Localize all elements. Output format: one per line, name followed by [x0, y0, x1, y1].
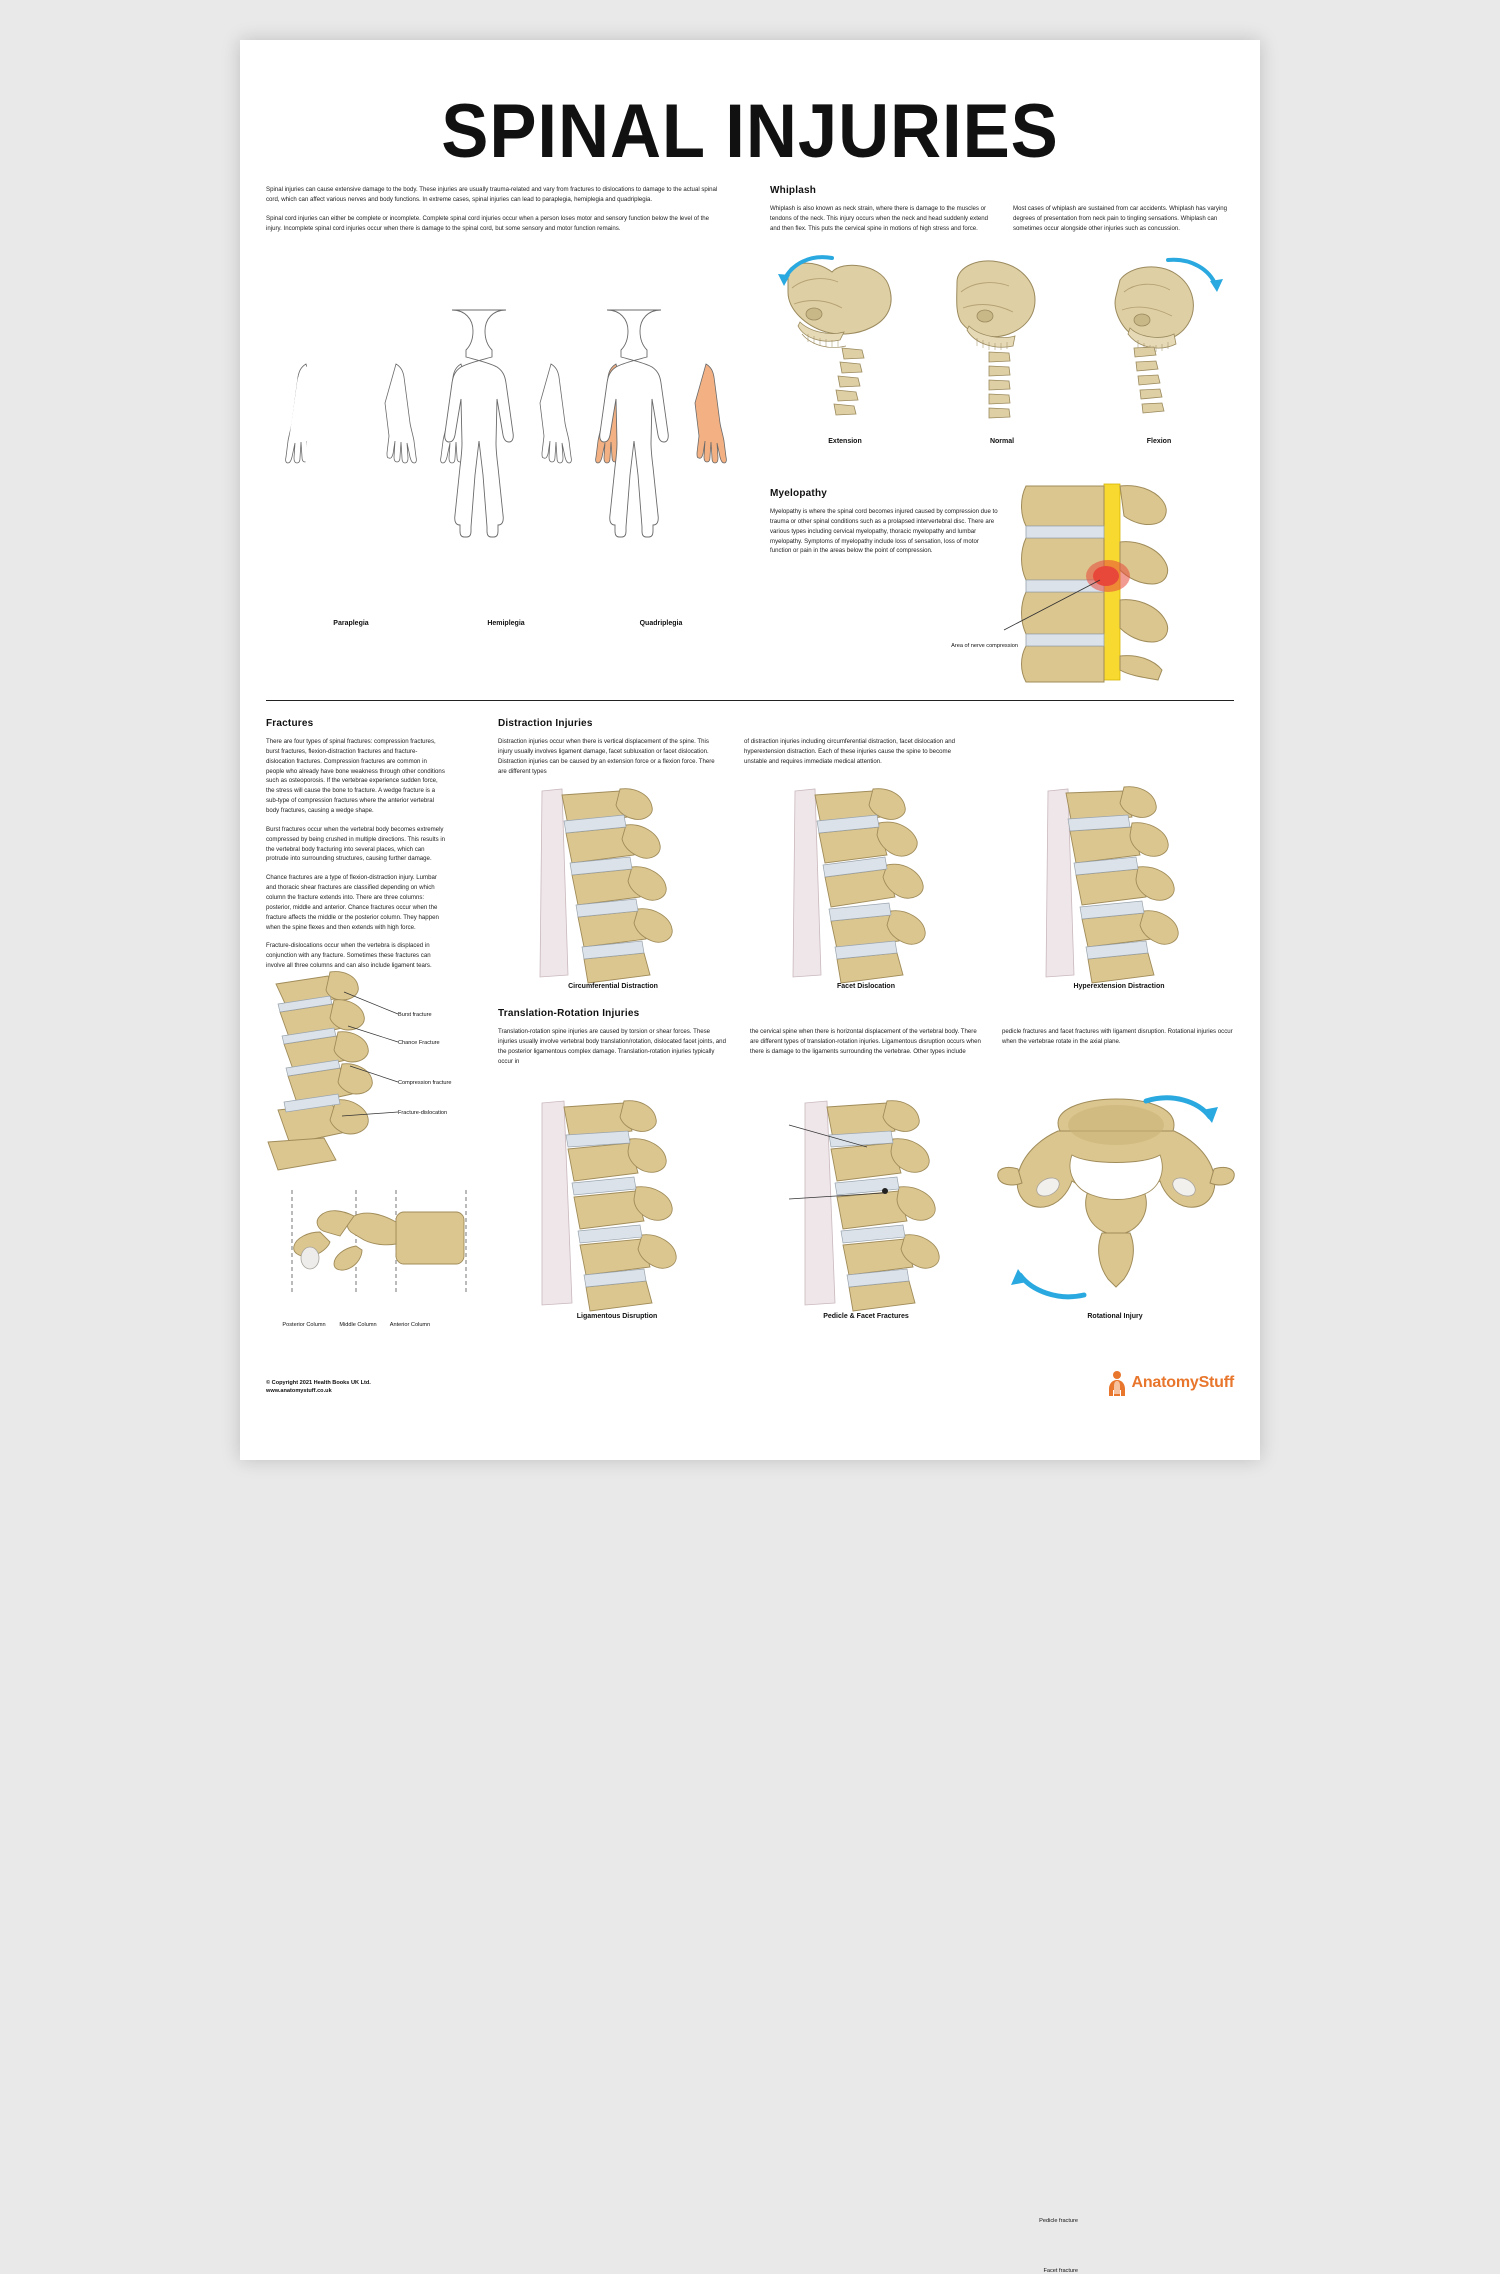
figure-paraplegia — [276, 302, 426, 614]
skull-flexion-illustration — [1114, 257, 1223, 414]
fractures-text-4: Fracture-dislocations occur when the ver… — [266, 942, 432, 970]
pedicle-facet-fracture-illustration — [788, 1100, 940, 1312]
fractures-heading: Fractures — [266, 718, 314, 729]
three-column-vertebra-illustration — [291, 1190, 467, 1292]
poster-canvas: SPINAL INJURIES Spinal injuries can caus… — [240, 40, 1260, 2274]
figure-label-paraplegia: Paraplegia — [333, 620, 369, 627]
figure-label-hemiplegia: Hemiplegia — [487, 620, 525, 627]
distraction-label-facet: Facet Dislocation — [837, 983, 895, 990]
callout-facet-fracture: Facet fracture — [1043, 2268, 1078, 2274]
intro-block: Spinal injuries can cause extensive dama… — [266, 185, 721, 242]
whiplash-figure-normal — [927, 252, 1077, 442]
column-label-middle: Middle Column — [339, 1322, 377, 1328]
column-label-posterior: Posterior Column — [282, 1322, 326, 1328]
whiplash-label-extension: Extension — [828, 438, 862, 445]
distraction-text-col1: Distraction injuries occur when there is… — [498, 738, 715, 775]
figure-facet-dislocation — [751, 785, 981, 985]
quadriplegia-illustration — [595, 309, 727, 538]
whiplash-label-normal: Normal — [989, 438, 1015, 445]
intro-paragraph-2: Spinal cord injuries can either be compl… — [266, 214, 710, 232]
logo-text-anatomy: Anatomy — [1131, 1374, 1199, 1391]
fracture-callout-compression: Compression fracture — [398, 1080, 452, 1086]
whiplash-figure-flexion — [1084, 252, 1234, 442]
fracture-callout-burst: Burst fracture — [398, 1012, 432, 1018]
hyperextension-distraction-illustration — [1045, 786, 1179, 984]
figure-circumferential-distraction — [498, 785, 728, 985]
distraction-figures-group: Circumferential Distraction — [498, 785, 1234, 995]
intro-paragraph-1: Spinal injuries can cause extensive dama… — [266, 186, 718, 203]
fracture-spine-figure — [258, 970, 508, 1171]
translation-rotation-section: Translation-Rotation Injuries Translatio… — [498, 1008, 1234, 1075]
section-divider — [266, 700, 1234, 701]
logo-text-stuff: Stuff — [1198, 1374, 1235, 1391]
distraction-label-hyperextension: Hyperextension Distraction — [1073, 983, 1165, 990]
myelopathy-text: Myelopathy is where the spinal cord beco… — [770, 508, 998, 555]
callout-pedicle-fracture: Pedicle fracture — [1039, 2218, 1078, 2224]
facet-dislocation-illustration — [792, 788, 926, 984]
myelopathy-section: Myelopathy Myelopathy is where the spina… — [770, 488, 1000, 565]
whiplash-heading: Whiplash — [770, 185, 817, 196]
fractures-section: Fractures There are four types of spinal… — [266, 718, 446, 980]
distraction-heading: Distraction Injuries — [498, 718, 593, 729]
whiplash-section: Whiplash Whiplash is also known as neck … — [770, 185, 1234, 243]
myelopathy-figure — [940, 480, 1240, 683]
rotational-injury-illustration — [997, 1095, 1235, 1300]
myelopathy-heading: Myelopathy — [770, 488, 828, 499]
figure-hemiplegia — [431, 302, 581, 614]
circumferential-distraction-illustration — [539, 788, 673, 984]
copyright-block: © Copyright 2021 Health Books UK Ltd. ww… — [266, 1379, 371, 1396]
fractures-text-2: Burst fractures occur when the vertebral… — [266, 825, 446, 863]
logo-text: AnatomyStuff — [1132, 1374, 1235, 1392]
hemiplegia-illustration — [440, 309, 572, 538]
fractures-text-3: Chance fractures are a type of flexion-d… — [266, 874, 439, 931]
translation-label-rotational: Rotational Injury — [1087, 1313, 1143, 1320]
ligamentous-disruption-illustration — [541, 1100, 677, 1312]
fractures-text-1: There are four types of spinal fractures… — [266, 738, 445, 815]
whiplash-figure-extension — [770, 252, 920, 442]
distraction-label-circumferential: Circumferential Distraction — [568, 983, 658, 990]
anatomystuff-logo[interactable]: AnatomyStuff — [1106, 1370, 1235, 1396]
fracture-callout-dislocation: Fracture-dislocation — [398, 1110, 448, 1116]
figure-hyperextension-distraction — [1004, 785, 1234, 985]
skull-normal-illustration — [956, 260, 1036, 419]
translation-label-pedicle-facet: Pedicle & Facet Fractures — [823, 1313, 909, 1320]
translation-text-col2: the cervical spine when there is horizon… — [750, 1028, 981, 1055]
whiplash-figures-group: Extension — [770, 252, 1234, 467]
figure-rotational-injury — [996, 1095, 1235, 1315]
translation-rotation-figures-group: Ligamentous Disruption — [498, 1095, 1235, 2274]
figure-quadriplegia — [586, 302, 736, 614]
distraction-section: Distraction Injuries Distraction injurie… — [498, 718, 968, 785]
distraction-text-col2: of distraction injuries including circum… — [744, 738, 956, 765]
figure-label-quadriplegia: Quadriplegia — [639, 620, 683, 627]
whiplash-text-col1: Whiplash is also known as neck strain, w… — [770, 205, 989, 232]
copyright-text: © Copyright 2021 Health Books UK Ltd. — [266, 1379, 371, 1386]
column-label-anterior: Anterior Column — [389, 1322, 431, 1328]
website-url[interactable]: www.anatomystuff.co.uk — [266, 1388, 332, 1395]
paraplegia-illustration — [285, 309, 417, 538]
spinal-columns-figure — [270, 1188, 490, 1298]
body-figures-group: Paraplegia — [266, 302, 736, 642]
myelopathy-callout-label: Area of nerve compression — [951, 643, 1018, 649]
fractured-spine-illustration — [267, 971, 399, 1171]
translation-label-ligamentous: Ligamentous Disruption — [576, 1313, 658, 1320]
skull-extension-illustration — [778, 255, 892, 416]
whiplash-text-col2: Most cases of whiplash are sustained fro… — [1013, 205, 1228, 232]
translation-rotation-heading: Translation-Rotation Injuries — [498, 1008, 640, 1019]
vertebrae-compression-illustration — [1003, 483, 1168, 683]
page-title: SPINAL INJURIES — [441, 89, 1059, 174]
fracture-callout-chance: Chance Fracture — [398, 1040, 440, 1046]
translation-text-col3: pedicle fractures and facet fractures wi… — [1002, 1028, 1233, 1045]
footer: © Copyright 2021 Health Books UK Ltd. ww… — [266, 1370, 1234, 1396]
logo-figure-icon — [1108, 1371, 1125, 1396]
whiplash-label-flexion: Flexion — [1146, 438, 1172, 445]
translation-text-col1: Translation-rotation spine injuries are … — [498, 1028, 726, 1065]
figure-pedicle-facet-fractures — [747, 1095, 985, 1315]
figure-ligamentous-disruption — [498, 1095, 736, 1315]
